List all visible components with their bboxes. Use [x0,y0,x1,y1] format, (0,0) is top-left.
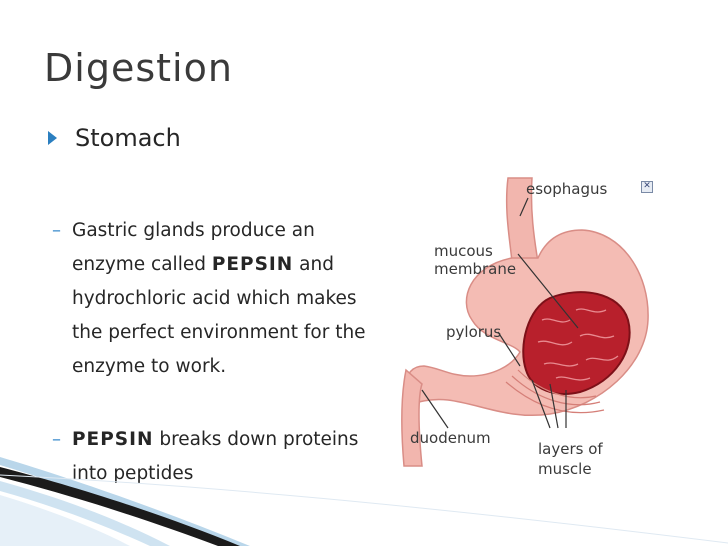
mucous-membrane-shape [522,291,631,395]
dash-bullet-icon: – [52,429,61,450]
close-icon[interactable]: ✕ [641,181,653,193]
label-pylorus: pylorus [446,323,502,341]
dash-bullet-icon: – [52,220,61,241]
sub-bullet-text-end: breaks down proteins into peptides [72,429,359,484]
sub-bullet-pepsin: – PEPSIN breaks down proteins into pepti… [52,423,392,491]
triangle-bullet-icon [48,131,57,145]
stomach-diagram [401,177,649,467]
sub-bullet-gastric-glands: – Gastric glands produce an enzyme calle… [52,214,392,384]
label-membrane: membrane [434,260,517,278]
decorative-swoosh [0,457,728,546]
sub-bullet-text: Gastric glands produce an enzyme called … [72,214,392,384]
label-muscle: muscle [538,460,592,478]
pepsin-emphasis: PEPSIN [211,254,294,275]
duodenum-shape [401,368,423,467]
bullet-stomach: Stomach [48,124,181,152]
rugae-texture [537,308,619,381]
label-pointers [421,197,579,429]
muscle-layers [505,369,605,414]
pepsin-emphasis: PEPSIN [72,429,154,450]
label-duodenum: duodenum [410,429,491,447]
bullet-stomach-label: Stomach [75,124,181,152]
label-layers-of: layers of [538,440,603,458]
label-mucous: mucous [434,242,493,260]
sub-bullet-text-end: and hydrochloric acid which makes the pe… [72,254,366,377]
slide-title: Digestion [44,46,233,90]
sub-bullet-text: PEPSIN breaks down proteins into peptide… [72,423,392,491]
label-esophagus: esophagus [526,180,608,198]
sub-bullet-text-start: Gastric glands produce an enzyme called [72,220,315,275]
